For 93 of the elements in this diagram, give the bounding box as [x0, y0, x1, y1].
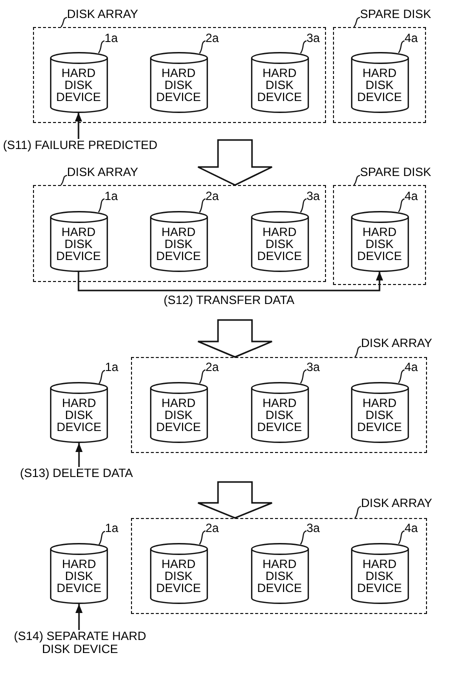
dashed-frame — [33, 27, 326, 123]
disk-cylinder — [150, 210, 208, 272]
group-label: DISK ARRAY — [361, 337, 432, 350]
disk-cylinder — [50, 210, 108, 272]
dashed-frame — [333, 185, 426, 285]
reference-numeral: 4a — [404, 190, 418, 202]
leader-line — [300, 530, 307, 545]
reference-numeral: 1a — [104, 190, 118, 202]
leader-line — [300, 198, 307, 213]
group-label: SPARE DISK — [360, 166, 432, 179]
leader-line — [199, 40, 206, 54]
disk-cylinder — [350, 382, 408, 442]
leader-line — [199, 198, 206, 213]
dashed-frame — [333, 27, 426, 123]
block-arrow — [197, 319, 273, 358]
group-label: DISK ARRAY — [361, 497, 432, 510]
reference-numeral: 4a — [404, 32, 418, 44]
reference-numeral: 1a — [104, 32, 118, 44]
leader-line — [199, 530, 206, 545]
reference-numeral: 4a — [404, 360, 418, 374]
group-label: DISK ARRAY — [67, 166, 138, 179]
leader-line — [398, 530, 405, 544]
reference-numeral: 2a — [206, 360, 219, 374]
dashed-frame — [33, 185, 326, 282]
reference-numeral: 2a — [206, 190, 219, 202]
step-label: (S11) FAILURE PREDICTED — [3, 139, 158, 152]
device-label: HARD DISK DEVICE — [156, 558, 201, 594]
block-arrow — [197, 139, 273, 186]
reference-numeral: 3a — [306, 190, 320, 202]
disk-cylinder — [50, 382, 108, 443]
reference-numeral: 2a — [206, 32, 219, 44]
leader-line — [398, 198, 405, 212]
disk-cylinder — [250, 542, 308, 604]
device-label: HARD DISK DEVICE — [56, 66, 101, 102]
reference-numeral: 2a — [206, 522, 219, 534]
disk-cylinder — [350, 52, 408, 112]
block-arrow — [197, 481, 273, 519]
step-label: (S14) SEPARATE HARD DISK DEVICE — [9, 630, 151, 656]
disk-cylinder — [250, 382, 308, 442]
leader-line — [354, 506, 362, 518]
device-label: HARD DISK DEVICE — [257, 558, 302, 594]
leader-line — [199, 369, 206, 384]
dashed-frame — [131, 357, 427, 453]
device-label: HARD DISK DEVICE — [357, 396, 402, 432]
group-label: SPARE DISK — [360, 8, 432, 21]
leader-line — [60, 174, 68, 186]
leader-line — [98, 530, 106, 545]
disk-cylinder — [250, 210, 308, 272]
reference-numeral: 1a — [105, 522, 118, 535]
disk-cylinder — [250, 52, 308, 112]
leader-line — [98, 370, 106, 384]
device-label: HARD DISK DEVICE — [357, 66, 402, 102]
leader-line — [300, 40, 307, 54]
arrow — [75, 443, 83, 467]
reference-numeral: 3a — [306, 360, 320, 374]
device-label: HARD DISK DEVICE — [56, 397, 102, 433]
disk-cylinder — [150, 52, 208, 112]
disk-cylinder — [50, 52, 108, 112]
leader-line — [398, 369, 405, 384]
disk-cylinder — [350, 542, 408, 604]
device-label: HARD DISK DEVICE — [156, 396, 201, 432]
disk-cylinder — [150, 542, 208, 604]
leader-line — [354, 16, 360, 28]
leader-line — [300, 369, 307, 384]
leader-line — [98, 40, 105, 54]
reference-numeral: 4a — [404, 522, 418, 534]
reference-numeral: 3a — [306, 522, 320, 534]
device-label: HARD DISK DEVICE — [357, 558, 402, 594]
reference-numeral: 3a — [306, 32, 320, 44]
leader-line — [98, 198, 105, 212]
disk-cylinder — [350, 210, 408, 272]
device-label: HARD DISK DEVICE — [257, 66, 302, 102]
device-label: HARD DISK DEVICE — [257, 396, 302, 432]
device-label: HARD DISK DEVICE — [257, 226, 302, 262]
device-label: HARD DISK DEVICE — [156, 66, 201, 102]
device-label: HARD DISK DEVICE — [156, 226, 201, 262]
leader-line — [354, 174, 360, 186]
leader-line — [398, 40, 405, 54]
leader-line — [354, 346, 362, 358]
device-label: HARD DISK DEVICE — [56, 226, 101, 262]
arrow — [78, 272, 384, 292]
leader-line — [60, 16, 68, 28]
disk-cylinder — [50, 543, 108, 604]
reference-numeral: 1a — [105, 361, 118, 374]
disk-cylinder — [150, 382, 208, 442]
device-label: HARD DISK DEVICE — [357, 226, 402, 262]
arrow — [75, 604, 83, 630]
dashed-frame — [131, 518, 427, 614]
arrow — [74, 112, 82, 139]
edge-label: (S12) TRANSFER DATA — [162, 294, 296, 306]
device-label: HARD DISK DEVICE — [56, 558, 102, 594]
step-label: (S13) DELETE DATA — [20, 467, 133, 480]
group-label: DISK ARRAY — [67, 8, 138, 21]
